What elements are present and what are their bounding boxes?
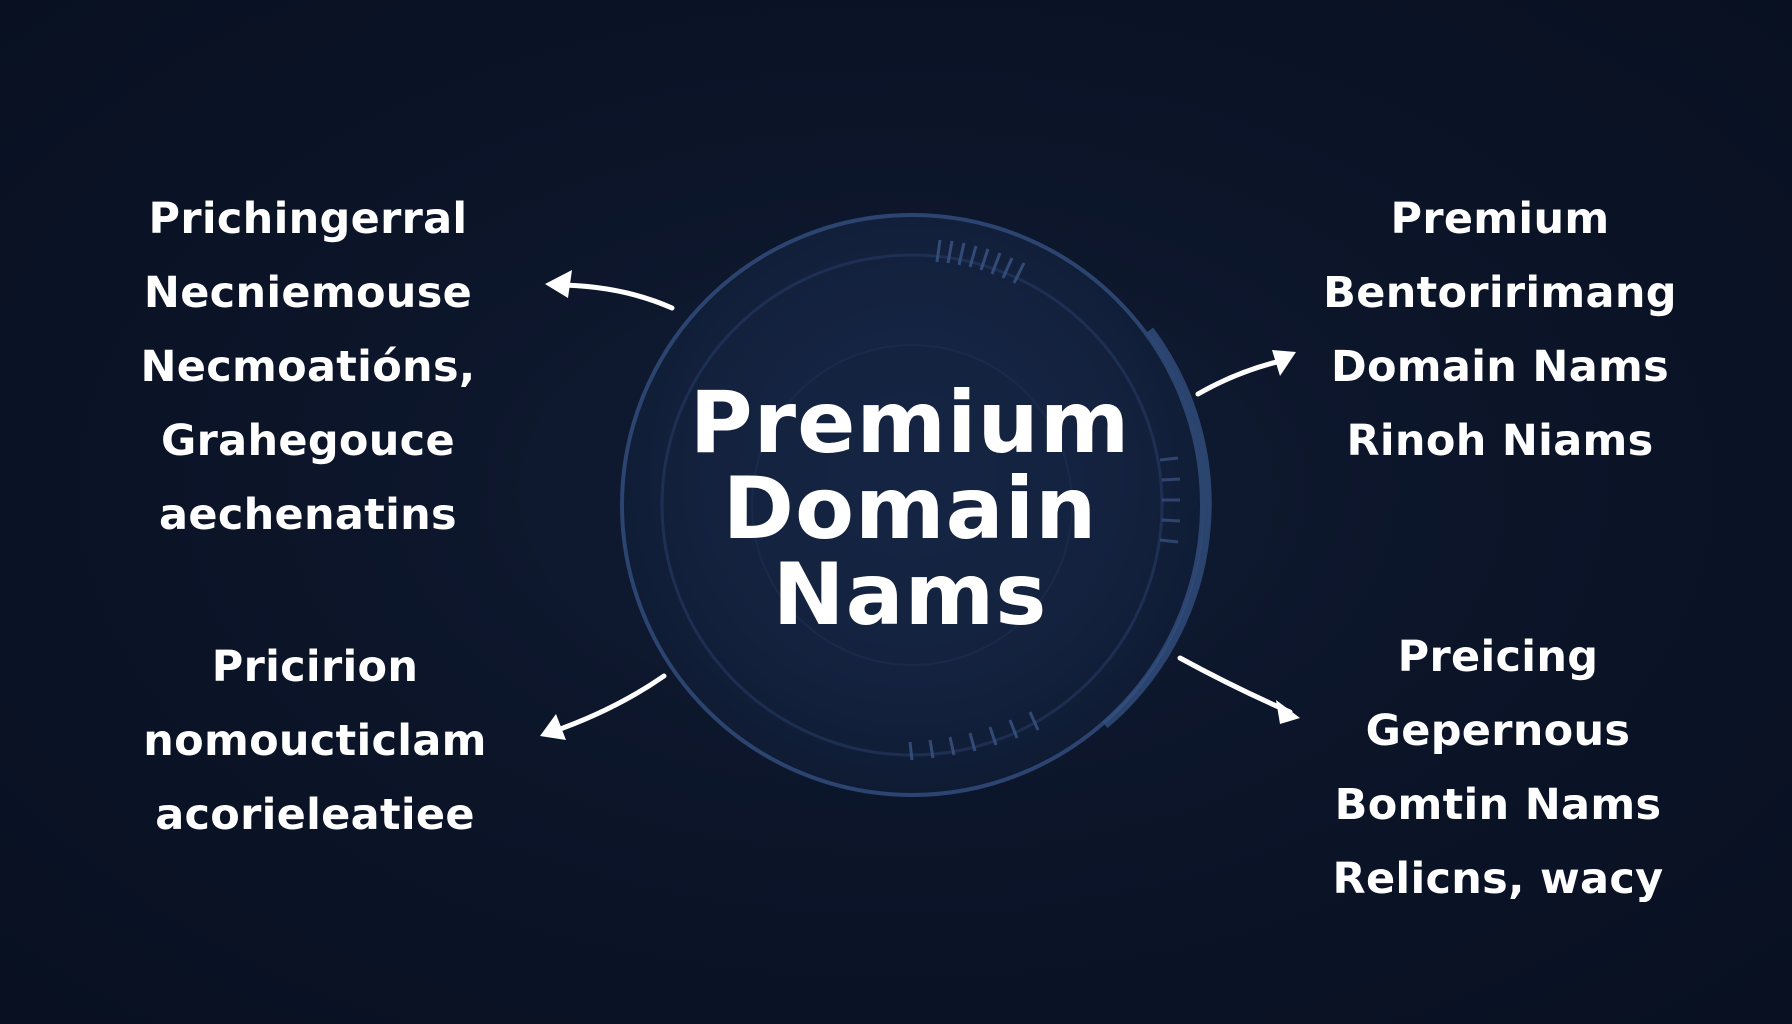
label-line: acorieleatiee	[155, 790, 475, 840]
label-block-top-left: Prichingerral Necniemouse Necmoatións, G…	[108, 182, 508, 552]
arrow-top-right	[1195, 357, 1288, 397]
hub-arc	[1102, 327, 1212, 729]
label-line: Prichingerral	[148, 194, 468, 244]
arrow-heads	[540, 270, 1300, 740]
hub-ticks-top	[935, 239, 1026, 284]
label-line: nomoucticlam	[143, 716, 487, 766]
hub-title: Premium Domain Nams	[610, 380, 1210, 638]
hub-title-line: Premium	[689, 373, 1131, 473]
label-line: Bentoririmang	[1323, 268, 1677, 318]
label-line: Preicing	[1397, 632, 1599, 682]
label-line: Bomtin Nams	[1334, 780, 1662, 830]
arrowhead-top-right	[1272, 350, 1296, 376]
label-line: Pricirion	[211, 642, 419, 692]
hub-title-line: Nams	[772, 545, 1048, 645]
label-line: Necniemouse	[143, 268, 473, 318]
label-line: Relicns, wacy	[1332, 854, 1664, 904]
hub-title-line: Domain	[722, 459, 1098, 559]
arrow-bottom-left	[549, 673, 667, 735]
label-block-bottom-left: Pricirion nomoucticlam acorieleatiee	[115, 630, 515, 852]
label-line: Premium	[1390, 194, 1610, 244]
label-block-bottom-right: Preicing Gepernous Bomtin Nams Relicns, …	[1298, 620, 1698, 916]
label-block-top-right: Premium Bentoririmang Domain Nams Rinoh …	[1300, 182, 1700, 478]
hub-ticks-bottom	[908, 711, 1040, 761]
hub-ticks-right	[1159, 456, 1181, 544]
arrowhead-top-left	[545, 270, 572, 298]
hub-core	[751, 344, 1073, 666]
arrowhead-bottom-right	[1276, 700, 1300, 724]
arrowhead-bottom-left	[540, 714, 566, 740]
label-line: Gepernous	[1365, 706, 1631, 756]
arrow-top-left	[552, 282, 675, 311]
label-line: Grahegouce	[161, 416, 455, 466]
label-line: aechenatins	[159, 490, 457, 540]
label-line: Rinoh Niams	[1346, 416, 1654, 466]
arrow-bottom-right	[1177, 655, 1293, 715]
label-line: Domain Nams	[1330, 342, 1670, 392]
label-line: Necmoatións,	[140, 342, 476, 392]
